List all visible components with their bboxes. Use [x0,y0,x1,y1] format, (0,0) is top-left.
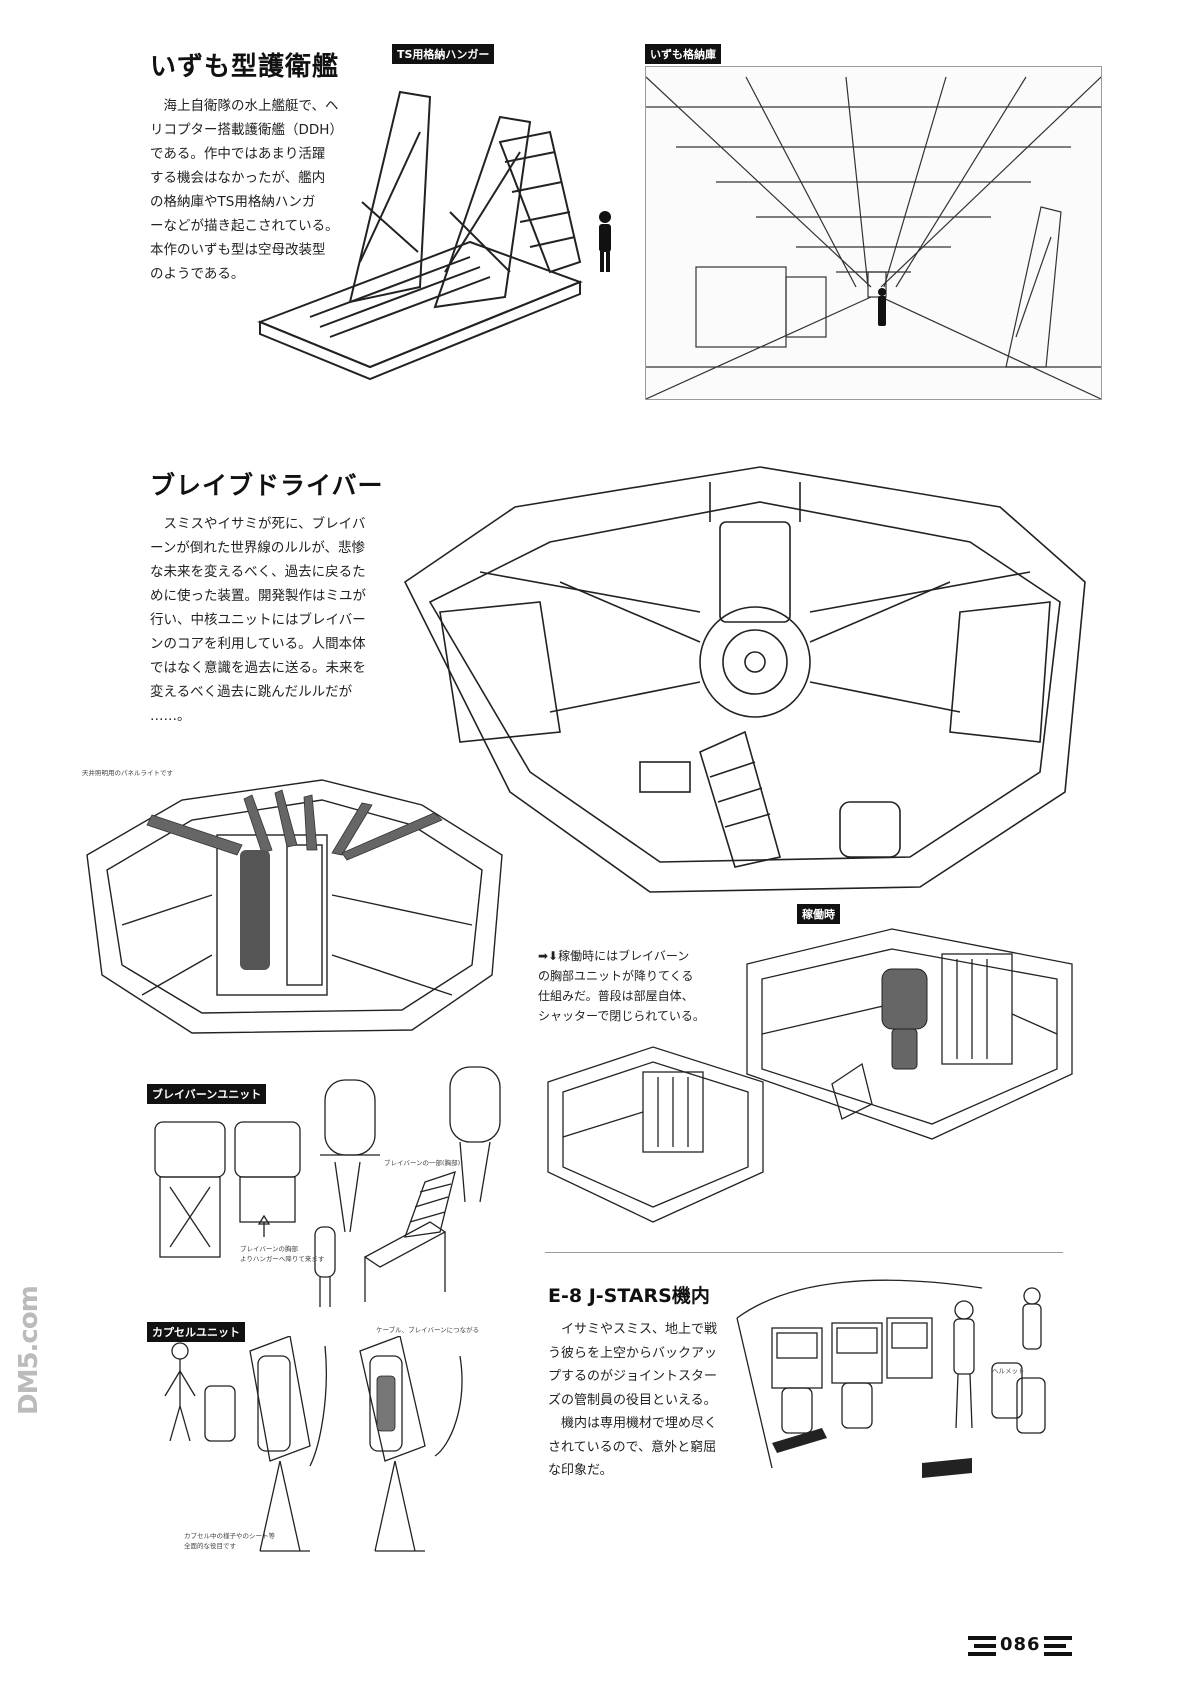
jstars-title: E-8 J-STARS機内 [548,1285,710,1307]
izumo-body: 海上自衛隊の水上艦艇で、ヘ リコプター搭載護衛艦（DDH） である。作中ではあま… [150,98,343,282]
jstars-interior-illustration [732,1268,1067,1486]
braver-unit-drawing [154,1066,501,1307]
izumo-storage-drawing [646,76,1101,399]
brave-driver-active-interior-illustration [82,775,512,1037]
capsule-unit-illustration [150,1335,475,1564]
braver-unit-arrow-note: ブレイバーンの胸部 よりハンガーへ降りて来ます [240,1245,325,1263]
ts-hangar-drawing [257,90,611,381]
page-number: 086 [1000,1634,1041,1655]
brave-driver-body: スミスやイサミが死に、ブレイバ ーンが倒れた世界線のルルが、悲惨 な未来を変える… [150,516,366,724]
label-capsule-unit: カプセルユニット [147,1322,245,1342]
jstars-interior-drawing [736,1279,1046,1478]
ceiling-panel-note: 天井照明用のパネルライトです [82,769,173,777]
active-room-small-illustration [543,1042,767,1224]
label-braver-unit: ブレイバーンユニット [147,1084,267,1104]
page-number-right-stripes [1044,1636,1072,1656]
active-room-large-drawing [746,928,1073,1140]
jstars-body: イサミやスミス、地上で戦 う彼らを上空からバックアッ プするのがジョイントスター… [548,1322,718,1478]
active-room-large-illustration [742,924,1080,1142]
active-state-caption: ➡⬇稼働時にはブレイバーン の胸部ユニットが降りてくる 仕組みだ。普段は部屋自体… [538,949,705,1023]
active-room-small-drawing [547,1046,764,1223]
brave-driver-main-drawing [403,466,1086,893]
brave-driver-main-illustration [400,462,1090,894]
izumo-storage-illustration [645,66,1102,400]
page-number-left-stripes [968,1636,996,1656]
label-active-state: 稼働時 [797,904,840,924]
capsule-unit-drawing [164,1335,463,1552]
watermark-logo: DM5.com [14,1286,44,1415]
capsule-unit-bottom-note: カプセル中の様子やのシート等 全面的な役目です [184,1532,275,1550]
brave-driver-active-interior-drawing [86,779,503,1034]
label-ts-hangar: TS用格納ハンガー [392,44,495,64]
label-izumo-storage: いずも格納庫 [645,44,721,64]
brave-driver-title: ブレイブドライバー [150,471,384,500]
braver-unit-illustration [145,1062,535,1312]
izumo-title: いずも型護衛艦 [150,52,340,82]
section-divider [545,1252,1063,1253]
ts-hangar-illustration [250,72,635,417]
capsule-unit-top-note: ケーブル、ブレイバーンにつながる [376,1326,480,1334]
jstars-helmet-note: ヘルメット [992,1367,1025,1375]
braver-unit-side-note: ブレイバーンの一部(胸部) [384,1159,461,1167]
